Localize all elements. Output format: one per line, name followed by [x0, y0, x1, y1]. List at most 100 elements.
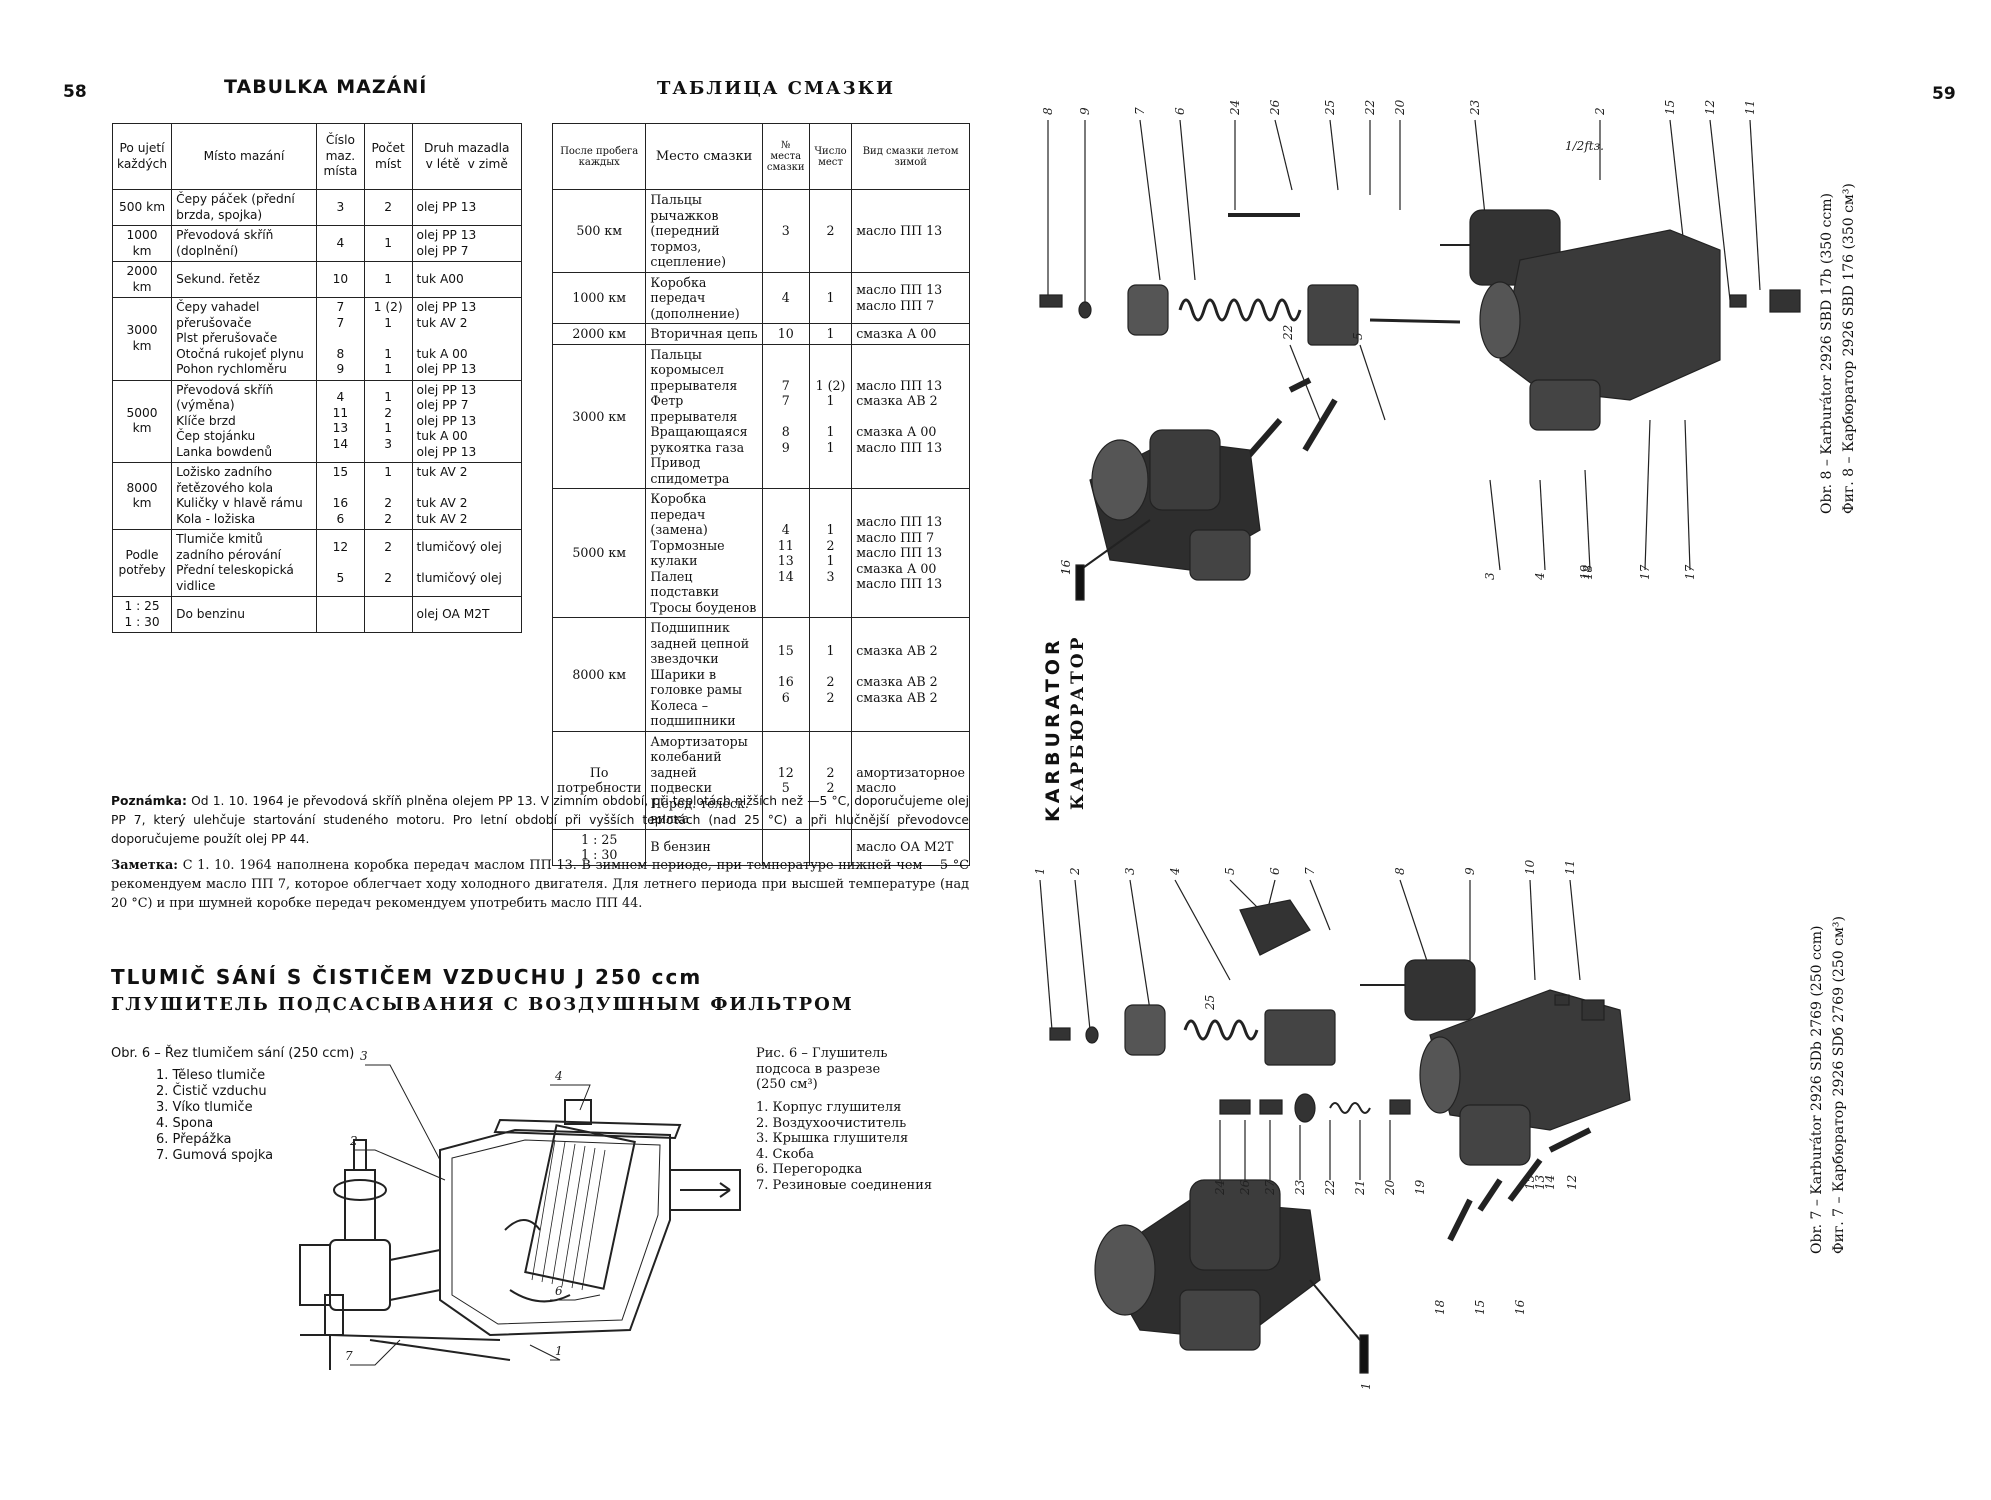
callout-number: 7 [345, 1349, 353, 1363]
cell-num: 3 [761, 189, 810, 273]
callout-number: 8 [1041, 107, 1055, 115]
callout-number: 1 [555, 1344, 563, 1358]
cell-km: 8000 км [551, 617, 647, 732]
cell-place: В бензин [645, 828, 763, 866]
cell-count: 2 2 [363, 529, 413, 597]
col-num: Číslo maz. místa [315, 123, 365, 190]
cell-count: 2 [808, 189, 853, 273]
title-cz: TABULKA MAZÁNÍ [224, 76, 428, 98]
callout-number: 12 [1565, 1175, 1579, 1190]
cell-place: Вторичная цепь [645, 323, 763, 345]
cell-km: По потребности [551, 730, 647, 830]
note-ru: Заметка: С 1. 10. 1964 наполнена коробка… [111, 858, 969, 911]
legend-item: 6. Перегородка [756, 1162, 863, 1177]
legend-item: 2. Воздухоочиститель [756, 1115, 907, 1131]
cell-lub: смазка А 00 [851, 323, 970, 345]
callout-number: 4 [1168, 867, 1182, 876]
cell-num: 4 [315, 225, 365, 262]
col-count: Počet míst [363, 123, 413, 190]
cell-km: Podle potřeby [111, 529, 173, 597]
cell-km: 8000 km [111, 462, 173, 530]
cell-count: 1 [808, 323, 853, 345]
callout-number: 4 [554, 1069, 563, 1083]
cell-km: 3000 km [111, 297, 173, 381]
col-place: Místo mazání [171, 123, 317, 190]
callout-number: 20 [1393, 100, 1407, 116]
lubrication-table-cz: Po ujetí každých Místo mazání Číslo maz.… [111, 123, 523, 633]
callout-number: 7 [1133, 107, 1147, 115]
callout-number: 27 [1263, 1179, 1277, 1196]
callout-number: 25 [1323, 100, 1337, 116]
callout-number: 6 [1268, 867, 1282, 875]
karburator-title-cz: KARBURATOR [1042, 636, 1064, 822]
cell-num: 12 5 [315, 529, 365, 597]
page-number-right: 59 [1932, 84, 1956, 104]
cell-num: 3 [315, 189, 365, 226]
cell-count: 1 [808, 271, 853, 324]
cell-km: 2000 km [111, 261, 173, 298]
cell-place: Sekund. řetěz [171, 261, 317, 298]
callout-number: 24 [1213, 1180, 1227, 1196]
legend-item: 3. Крышка глушителя [756, 1131, 909, 1146]
fig6-caption-cz: Obr. 6 – Řez tlumičem sání (250 ccm) [111, 1046, 355, 1061]
fig7-caption-ru: Фиг. 7 – Карбюратор 2926 SDб 2769 (250 с… [1831, 916, 1847, 1254]
callout-number: 6 [1173, 107, 1187, 115]
cell-count: 1 [363, 261, 413, 298]
callout-number: 1 [1359, 1382, 1373, 1390]
col-num-ru: № места смазки [761, 123, 810, 190]
legend-item: 6. Přepážka [156, 1132, 232, 1147]
callout-number: 18 [1433, 1299, 1447, 1315]
callout-number: 13 [1533, 1174, 1547, 1190]
callout-number: 3 [1483, 572, 1497, 580]
callout-number: 17 [1638, 564, 1652, 580]
callout-number: 25 [1203, 995, 1217, 1011]
col-count-ru: Число мест [808, 123, 853, 190]
cell-km: 1000 km [111, 225, 173, 262]
cell-count [808, 828, 853, 866]
fig8-stamp: 1/2ftз. [1565, 139, 1604, 153]
callout-number: 19 [1413, 1179, 1427, 1195]
cell-km: 500 km [111, 189, 173, 226]
cell-place: Коробка передач (дополнение) [645, 271, 763, 324]
callout-number: 6 [555, 1284, 563, 1298]
callout-number: 15 [1663, 100, 1677, 115]
callout-number: 3 [1123, 867, 1137, 875]
callout-number: 14 [1543, 1175, 1557, 1190]
cell-count: 1 [363, 225, 413, 262]
cell-num [761, 828, 810, 866]
callout-number: 5 [1223, 867, 1237, 875]
karburator-title-ru: КАРБЮРАТОР [1068, 634, 1088, 810]
cell-km: 5000 км [551, 488, 647, 618]
cell-km: 2000 км [551, 323, 647, 345]
cell-lub: масло ПП 13 [851, 189, 970, 273]
cell-count: 2 [363, 189, 413, 226]
callout-number: 2 [1593, 107, 1607, 116]
callout-number: 15 [1523, 1175, 1537, 1190]
legend-item: 2. Čistič vzduchu [156, 1084, 267, 1099]
